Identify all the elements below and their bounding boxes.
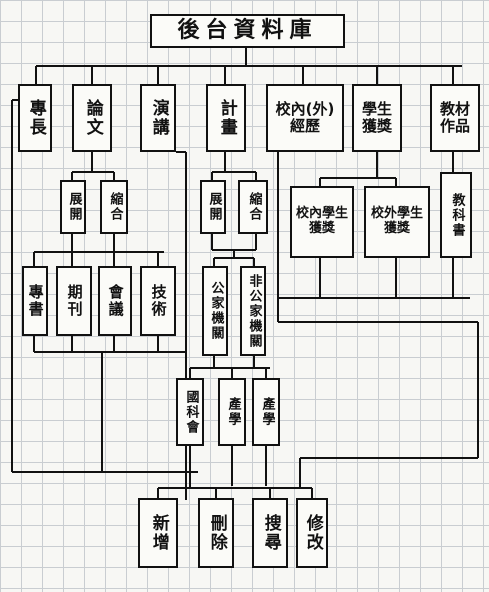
paper-journal[interactable]: 期刊 <box>56 266 92 336</box>
paper-technical[interactable]: 技術 <box>140 266 176 336</box>
paper-collapse[interactable]: 縮合 <box>100 180 128 234</box>
category-talks[interactable]: 演講 <box>140 84 176 152</box>
project-nsc[interactable]: 國科會 <box>176 378 204 446</box>
page-title: 後台資料庫 <box>150 14 345 48</box>
award-on-campus[interactable]: 校內學生獲獎 <box>290 186 354 258</box>
paper-expand[interactable]: 展開 <box>60 180 86 234</box>
category-projects[interactable]: 計畫 <box>206 84 246 152</box>
category-expertise[interactable]: 專長 <box>18 84 52 152</box>
category-papers[interactable]: 論文 <box>72 84 112 152</box>
edit-button[interactable]: 修改 <box>296 498 328 568</box>
paper-conference[interactable]: 會議 <box>98 266 132 336</box>
category-experience[interactable]: 校內(外) 經歷 <box>266 84 344 152</box>
add-button[interactable]: 新增 <box>138 498 178 568</box>
project-public-agency[interactable]: 公家機關 <box>202 266 228 356</box>
project-non-public-agency[interactable]: 非公家機關 <box>240 266 266 356</box>
category-student-awards[interactable]: 學生 獲獎 <box>352 84 402 152</box>
delete-button[interactable]: 刪除 <box>198 498 234 568</box>
project-expand[interactable]: 展開 <box>200 180 226 234</box>
project-industry-academia-2[interactable]: 產學 <box>252 378 280 446</box>
search-button[interactable]: 搜尋 <box>252 498 288 568</box>
material-textbook[interactable]: 教科書 <box>440 172 472 258</box>
paper-book[interactable]: 專書 <box>22 266 48 336</box>
project-industry-academia-1[interactable]: 產學 <box>218 378 246 446</box>
project-collapse[interactable]: 縮合 <box>238 180 268 234</box>
category-teaching-materials[interactable]: 教材 作品 <box>430 84 480 152</box>
award-off-campus[interactable]: 校外學生獲獎 <box>364 186 430 258</box>
